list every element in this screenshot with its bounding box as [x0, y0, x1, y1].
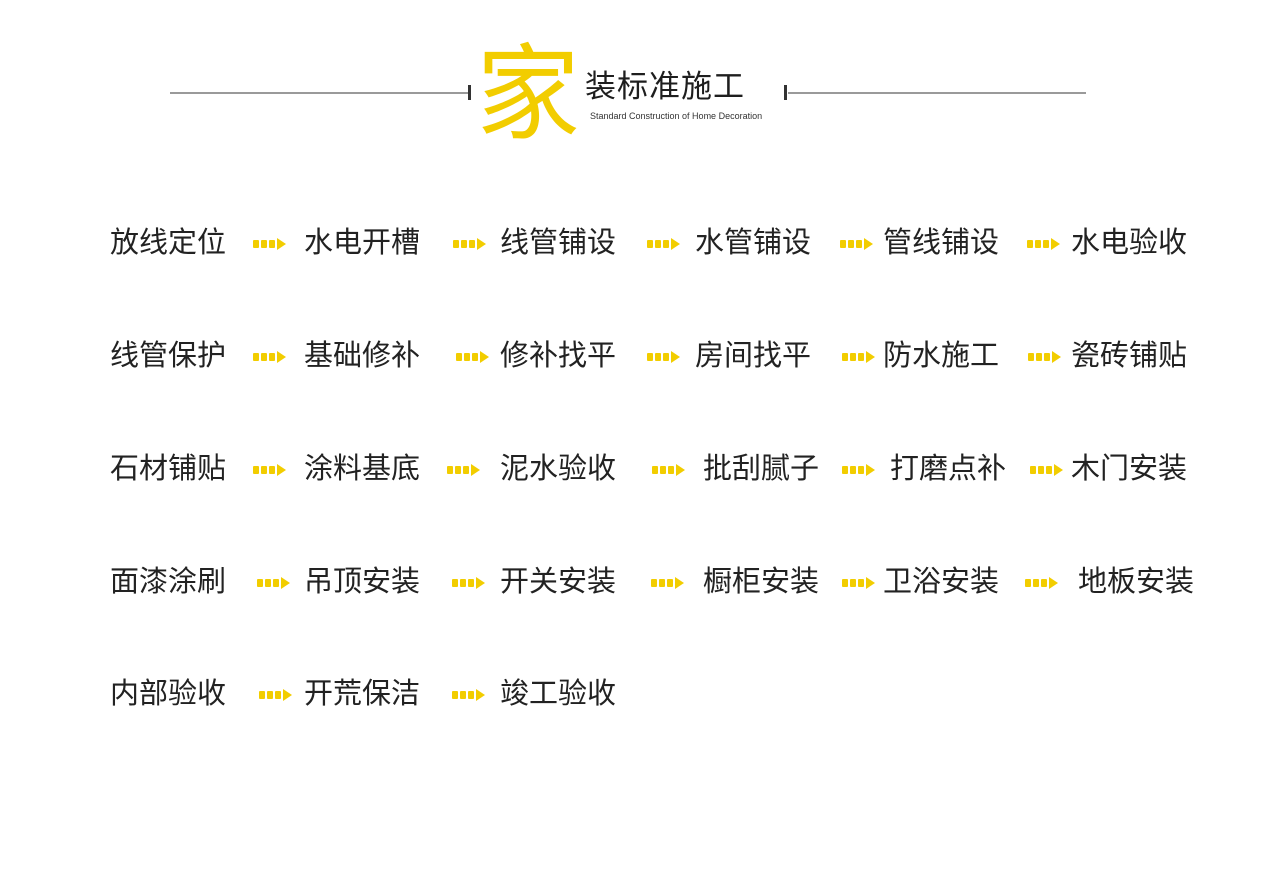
step-label: 吊顶安装: [304, 564, 421, 598]
step-label: 面漆涂刷: [110, 564, 227, 598]
step-label: 涂料基底: [304, 451, 421, 485]
arrow-right-icon: [651, 577, 685, 589]
step-label: 橱柜安装: [703, 564, 820, 598]
step-label: 基础修补: [304, 338, 421, 372]
header-tick-right: [784, 85, 787, 100]
arrow-right-icon: [253, 238, 287, 250]
step-label: 瓷砖铺贴: [1071, 338, 1188, 372]
step-label: 开关安装: [500, 564, 617, 598]
arrow-right-icon: [842, 351, 876, 363]
step-label: 线管铺设: [500, 225, 617, 259]
arrow-right-icon: [452, 689, 486, 701]
page-title: 装标准施工: [585, 69, 745, 105]
step-label: 打磨点补: [890, 451, 1007, 485]
arrow-right-icon: [1028, 351, 1062, 363]
step-label: 卫浴安装: [883, 564, 1000, 598]
arrow-right-icon: [456, 351, 490, 363]
arrow-right-icon: [652, 464, 686, 476]
arrow-right-icon: [253, 351, 287, 363]
header-line-left: [170, 92, 468, 94]
arrow-right-icon: [253, 464, 287, 476]
arrow-right-icon: [447, 464, 481, 476]
step-label: 水电验收: [1071, 225, 1188, 259]
step-label: 竣工验收: [500, 676, 617, 710]
step-label: 石材铺贴: [110, 451, 227, 485]
step-label: 管线铺设: [883, 225, 1000, 259]
arrow-right-icon: [259, 689, 293, 701]
step-label: 放线定位: [110, 225, 227, 259]
step-label: 修补找平: [500, 338, 617, 372]
step-label: 内部验收: [110, 676, 227, 710]
step-label: 泥水验收: [500, 451, 617, 485]
step-label: 水管铺设: [695, 225, 812, 259]
header-big-char: 家: [476, 33, 581, 155]
arrow-right-icon: [840, 238, 874, 250]
arrow-right-icon: [257, 577, 291, 589]
step-label: 批刮腻子: [703, 451, 820, 485]
arrow-right-icon: [1025, 577, 1059, 589]
arrow-right-icon: [453, 238, 487, 250]
header-line-right: [788, 92, 1086, 94]
step-label: 房间找平: [695, 338, 812, 372]
arrow-right-icon: [647, 238, 681, 250]
arrow-right-icon: [842, 577, 876, 589]
step-label: 防水施工: [883, 338, 1000, 372]
step-label: 地板安装: [1078, 564, 1195, 598]
arrow-right-icon: [647, 351, 681, 363]
step-label: 水电开槽: [304, 225, 421, 259]
arrow-right-icon: [452, 577, 486, 589]
arrow-right-icon: [842, 464, 876, 476]
header-tick-left: [468, 85, 471, 100]
step-label: 开荒保洁: [304, 676, 421, 710]
step-label: 线管保护: [110, 338, 227, 372]
arrow-right-icon: [1030, 464, 1064, 476]
step-label: 木门安装: [1071, 451, 1188, 485]
arrow-right-icon: [1027, 238, 1061, 250]
page-subtitle: Standard Construction of Home Decoration: [590, 111, 763, 121]
